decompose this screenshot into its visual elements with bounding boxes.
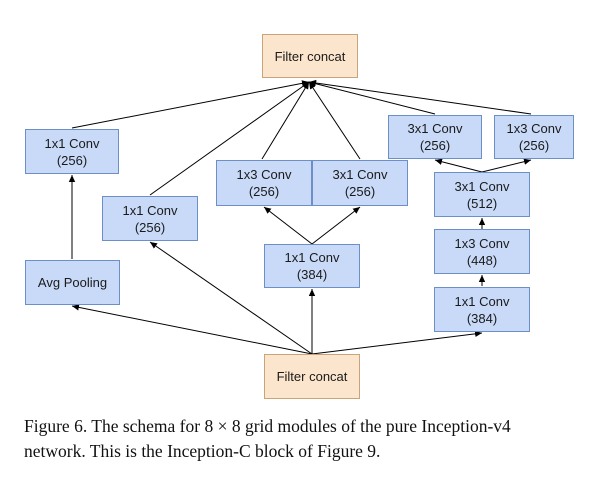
node-filters: (256)	[134, 219, 166, 235]
conv-1x1-256-branch2: 1x1 Conv (256)	[102, 196, 198, 241]
node-label: 3x1 Conv	[454, 178, 510, 194]
edge-conv-b4-3-to-b4a	[434, 158, 483, 173]
filter-concat-bottom: Filter concat	[264, 354, 360, 399]
node-filters: (512)	[466, 195, 498, 211]
node-label: 1x1 Conv	[284, 250, 340, 265]
node-label: 1x3 Conv	[236, 167, 292, 182]
node-label: Filter concat	[274, 48, 346, 64]
edge-conv-b1-to-concat	[71, 80, 310, 129]
edge-concat-to-conv-b2	[149, 241, 313, 355]
edge-concat-to-conv-b4-1	[311, 330, 483, 355]
edge-conv-b2-to-concat	[149, 81, 310, 196]
node-filters: (256)	[344, 184, 376, 199]
node-label: 1x1 Conv	[44, 135, 100, 151]
node-filters: (448)	[466, 252, 498, 268]
conv-3x1-256-branch4: 3x1 Conv (256)	[388, 115, 482, 159]
node-label: Filter concat	[276, 369, 348, 384]
edge-conv-b3-to-b3b	[311, 206, 361, 245]
figure-caption: Figure 6. The schema for 8 × 8 grid modu…	[24, 416, 511, 461]
edge-conv-b3-to-b3a	[263, 206, 313, 245]
edge-conv-b3b-to-concat	[308, 81, 361, 160]
edge-concat-to-avgpool	[71, 304, 313, 355]
conv-3x1-256-branch3: 3x1 Conv (256)	[312, 160, 408, 206]
conv-1x1-384-branch4: 1x1 Conv (384)	[434, 287, 530, 332]
edge-conv-b4a-to-concat	[308, 80, 436, 115]
conv-1x3-448-branch4: 1x3 Conv (448)	[434, 229, 530, 274]
node-filters: (256)	[56, 152, 88, 168]
conv-1x1-256-branch1: 1x1 Conv (256)	[25, 129, 119, 174]
node-filters: (256)	[518, 138, 550, 153]
node-label: 3x1 Conv	[332, 167, 388, 182]
edge-conv-b4-3-to-b4b	[481, 158, 532, 173]
node-label: 3x1 Conv	[407, 121, 463, 136]
node-filters: (256)	[419, 138, 451, 153]
conv-3x1-512-branch4: 3x1 Conv (512)	[434, 172, 530, 217]
node-label: 1x1 Conv	[454, 293, 510, 309]
node-filters: (384)	[296, 267, 328, 282]
conv-1x3-256-branch3: 1x3 Conv (256)	[216, 160, 312, 206]
node-filters: (384)	[466, 310, 498, 326]
node-label: 1x3 Conv	[454, 235, 510, 251]
conv-1x1-384-branch3: 1x1 Conv (384)	[264, 244, 360, 288]
conv-1x3-256-branch4: 1x3 Conv (256)	[494, 115, 574, 159]
edge-conv-b4b-to-concat	[308, 79, 532, 115]
node-label: Avg Pooling	[37, 275, 108, 290]
node-label: 1x1 Conv	[122, 202, 178, 218]
node-label: 1x3 Conv	[506, 121, 562, 136]
filter-concat-top: Filter concat	[262, 34, 358, 78]
edge-conv-b3a-to-concat	[261, 81, 310, 160]
node-filters: (256)	[248, 184, 280, 199]
avg-pooling: Avg Pooling	[25, 260, 120, 305]
